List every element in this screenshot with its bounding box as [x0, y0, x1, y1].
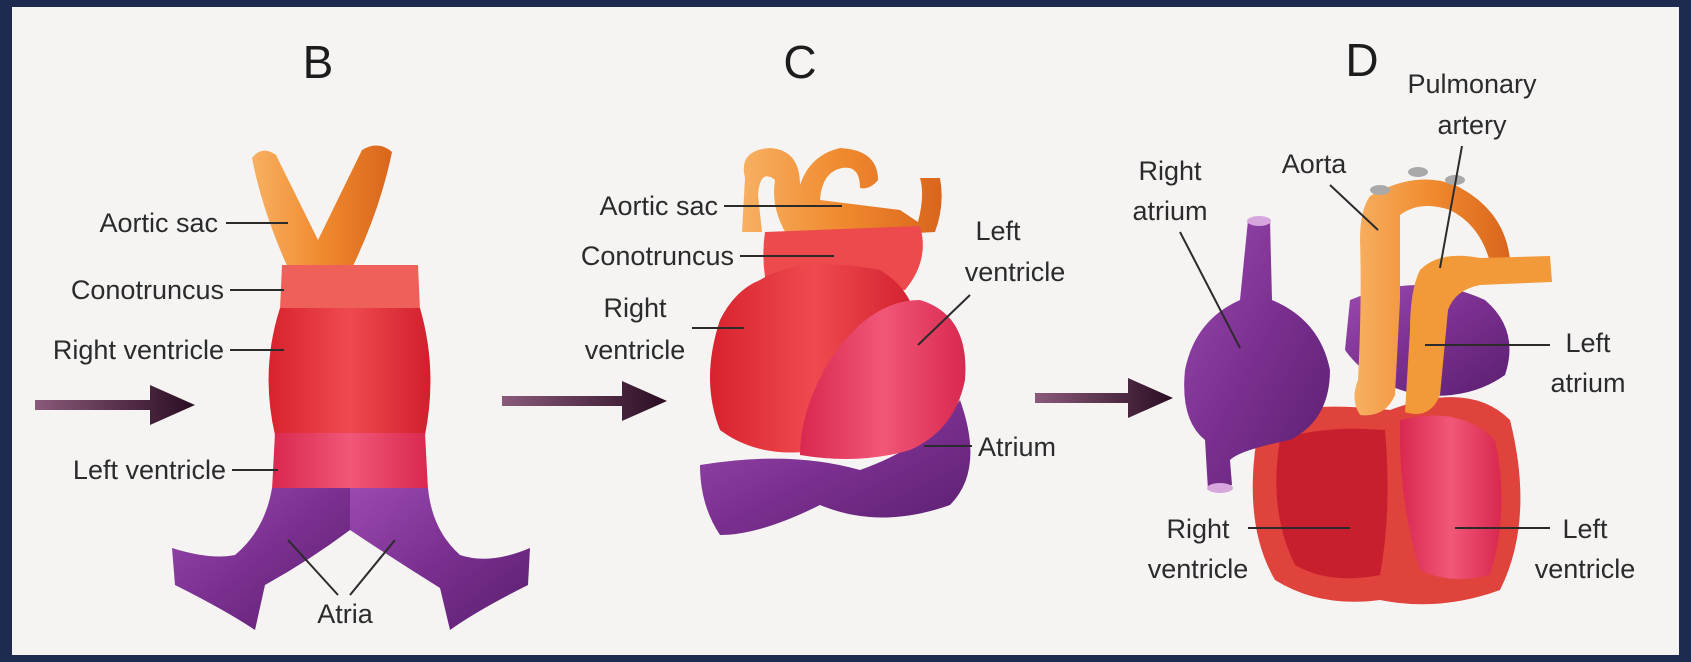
label-c-right-ventricle-1: Right: [603, 293, 667, 323]
panel-b-left-ventricle: [272, 433, 428, 490]
panel-c-letter: C: [783, 36, 816, 88]
label-b-aortic-sac: Aortic sac: [99, 208, 218, 238]
panel-b-right-ventricle: [269, 308, 431, 435]
label-c-right-ventricle-2: ventricle: [585, 335, 686, 365]
label-c-aortic-sac: Aortic sac: [599, 191, 718, 221]
panel-b-conotruncus: [280, 265, 420, 310]
panel-d: D Pulmonary artery Aorta Right atrium Le…: [1132, 34, 1635, 604]
arrow-b-to-c: [35, 385, 195, 425]
panel-c: C Aortic sac Conotruncus Right ventricle…: [581, 36, 1065, 535]
label-d-pulmonary-artery-2: artery: [1437, 110, 1507, 140]
label-d-left-atrium-2: atrium: [1550, 368, 1625, 398]
panel-b-letter: B: [303, 36, 334, 88]
label-d-pulmonary-artery-1: Pulmonary: [1407, 69, 1537, 99]
label-b-right-ventricle: Right ventricle: [53, 335, 224, 365]
panel-d-right-ventricle: [1276, 429, 1387, 579]
arrow-a-to-c: [502, 381, 667, 421]
label-b-left-ventricle: Left ventricle: [73, 455, 226, 485]
label-d-right-ventricle-1: Right: [1166, 514, 1230, 544]
label-c-left-ventricle-1: Left: [975, 216, 1021, 246]
label-d-left-atrium-1: Left: [1565, 328, 1611, 358]
label-b-conotruncus: Conotruncus: [71, 275, 224, 305]
label-c-left-ventricle-2: ventricle: [965, 257, 1066, 287]
label-d-right-atrium-1: Right: [1138, 156, 1202, 186]
panel-b-aortic-sac: [252, 145, 392, 268]
arrow-c-to-d: [1035, 378, 1173, 418]
panel-b: B Aortic sac Conotruncus Right ventricle…: [53, 36, 530, 630]
label-d-left-ventricle-2: ventricle: [1535, 554, 1636, 584]
label-d-right-ventricle-2: ventricle: [1148, 554, 1249, 584]
label-b-atria: Atria: [317, 599, 374, 629]
panel-d-letter: D: [1345, 34, 1378, 86]
label-d-right-atrium-2: atrium: [1132, 196, 1207, 226]
label-d-left-ventricle-1: Left: [1562, 514, 1608, 544]
label-c-conotruncus: Conotruncus: [581, 241, 734, 271]
label-c-atrium: Atrium: [978, 432, 1056, 462]
panel-c-aortic-sac: [742, 148, 942, 240]
label-d-aorta: Aorta: [1282, 149, 1348, 179]
